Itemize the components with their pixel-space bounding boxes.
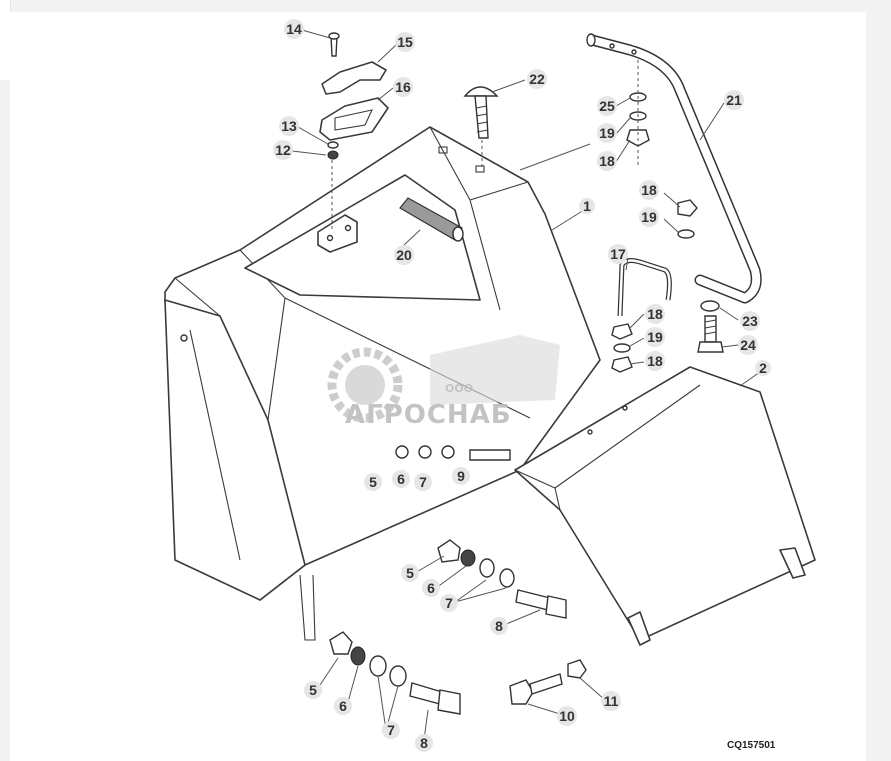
callout-7-bottom: 7 [387, 722, 395, 738]
callout-6-mid: 6 [427, 580, 435, 596]
callout-1: 1 [583, 198, 591, 214]
callout-25: 25 [599, 98, 615, 114]
callout-24: 24 [740, 337, 756, 353]
handle-mid-hardware [677, 199, 698, 239]
callout-17: 17 [610, 246, 626, 262]
callout-5-mid: 5 [406, 565, 414, 581]
callout-23: 23 [742, 313, 758, 329]
callout-2: 2 [759, 360, 767, 376]
callout-20: 20 [396, 247, 412, 263]
mid-bolt-assembly [437, 539, 567, 619]
callout-19-top: 19 [599, 125, 615, 141]
callout-18-ubolt-top: 18 [647, 306, 663, 322]
callout-8-bottom: 8 [420, 735, 428, 751]
callout-18-top: 18 [599, 153, 615, 169]
callout-8-mid: 8 [495, 618, 503, 634]
callout-5-bottom: 5 [309, 682, 317, 698]
bolt-part-24 [697, 300, 724, 353]
watermark-company-name: АГРОСНАБ [345, 400, 512, 430]
handle-top-hardware [626, 60, 650, 165]
callout-10: 10 [559, 708, 575, 724]
carriage-bolt-part-22 [463, 86, 499, 170]
u-bolt-part-17 [611, 258, 672, 373]
inner-hardware-row [395, 445, 511, 461]
bolt-part-10 [509, 659, 587, 705]
callout-7-inner: 7 [419, 474, 427, 490]
callout-16: 16 [395, 79, 411, 95]
callout-labels: 14 15 16 13 12 22 25 19 18 21 18 19 1 20… [273, 19, 771, 752]
cover-plate-part-2 [514, 366, 816, 646]
callout-22: 22 [529, 71, 545, 87]
callout-19-handle: 19 [641, 209, 657, 225]
drawing-code: CQ157501 [727, 740, 776, 751]
leader-lines [291, 29, 761, 741]
company-watermark: ООО АГРОСНАБ [327, 335, 560, 430]
watermark-prefix: ООО [445, 382, 473, 395]
housing-bracket [317, 214, 358, 253]
callout-6-bottom: 6 [339, 698, 347, 714]
callout-21: 21 [726, 92, 742, 108]
bottom-bolt-assembly [329, 631, 461, 715]
callout-13: 13 [281, 118, 297, 134]
callout-15: 15 [397, 34, 413, 50]
callout-14: 14 [286, 21, 302, 37]
callout-7-mid: 7 [445, 595, 453, 611]
callout-12: 12 [275, 142, 291, 158]
handle-part-21 [586, 33, 762, 304]
foam-strip-part-20 [399, 197, 464, 242]
callout-6-inner: 6 [397, 471, 405, 487]
callout-5-inner: 5 [369, 474, 377, 490]
callout-11: 11 [604, 693, 619, 709]
callout-18-ubolt-bottom: 18 [647, 353, 663, 369]
clamp-parts-15-16 [319, 32, 389, 232]
callout-9: 9 [457, 468, 465, 484]
callout-19-ubolt: 19 [647, 329, 663, 345]
callout-18-handle: 18 [641, 182, 657, 198]
housing-part-1 [164, 126, 601, 641]
